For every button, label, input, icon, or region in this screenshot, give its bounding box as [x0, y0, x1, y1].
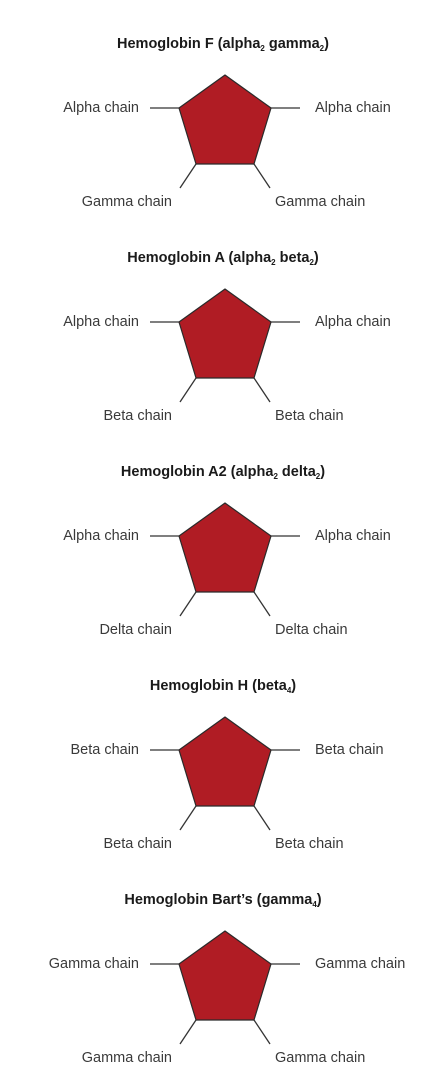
panel-title: Hemoglobin A2 (alpha2 delta2)	[120, 464, 326, 481]
label-top-right: Alpha chain	[315, 528, 391, 544]
pentagon-diagram	[150, 716, 300, 831]
connector-bottom-right	[253, 805, 271, 831]
pentagon-diagram	[150, 930, 300, 1045]
hemoglobin-a-panel: Hemoglobin A (alpha2 beta2) Alpha chain …	[0, 214, 446, 428]
connector-bottom-right	[253, 591, 271, 617]
connector-bottom-left	[179, 377, 197, 403]
label-bottom-right: Delta chain	[275, 622, 348, 638]
hemoglobin-barts-panel: Hemoglobin Bart’s (gamma4) Gamma chain G…	[0, 856, 446, 1070]
pentagon-shape	[178, 930, 272, 1021]
label-bottom-left: Beta chain	[103, 408, 172, 424]
label-top-right: Gamma chain	[315, 956, 406, 972]
hemoglobin-h-panel: Hemoglobin H (beta4) Beta chain Beta cha…	[0, 642, 446, 856]
label-bottom-right: Beta chain	[275, 836, 344, 852]
connector-bottom-right	[253, 377, 271, 403]
label-bottom-right: Beta chain	[275, 408, 344, 424]
connector-bottom-left	[179, 805, 197, 831]
label-bottom-left: Gamma chain	[81, 1050, 172, 1066]
panel-title: Hemoglobin Bart’s (gamma4)	[124, 892, 322, 909]
panel-title: Hemoglobin A (alpha2 beta2)	[127, 250, 319, 267]
label-top-left: Alpha chain	[63, 100, 139, 116]
pentagon-shape	[178, 716, 272, 807]
hemoglobin-f-panel: Hemoglobin F (alpha2 gamma2) Alpha chain…	[0, 0, 446, 214]
pentagon-shape	[178, 74, 272, 165]
panel-title: Hemoglobin F (alpha2 gamma2)	[117, 36, 329, 53]
connector-bottom-right	[253, 1019, 271, 1045]
label-bottom-right: Gamma chain	[275, 194, 366, 210]
label-top-left: Alpha chain	[63, 528, 139, 544]
label-top-right: Alpha chain	[315, 314, 391, 330]
connector-bottom-left	[179, 591, 197, 617]
label-bottom-left: Delta chain	[99, 622, 172, 638]
label-top-left: Alpha chain	[63, 314, 139, 330]
label-top-right: Beta chain	[315, 742, 384, 758]
panel-title: Hemoglobin H (beta4)	[149, 678, 297, 695]
label-top-left: Gamma chain	[48, 956, 139, 972]
pentagon-diagram	[150, 288, 300, 403]
label-bottom-right: Gamma chain	[275, 1050, 366, 1066]
label-bottom-left: Beta chain	[103, 836, 172, 852]
pentagon-diagram	[150, 502, 300, 617]
label-bottom-left: Gamma chain	[81, 194, 172, 210]
connector-bottom-left	[179, 1019, 197, 1045]
pentagon-shape	[178, 288, 272, 379]
connector-bottom-right	[253, 163, 271, 189]
label-top-left: Beta chain	[70, 742, 139, 758]
pentagon-diagram	[150, 74, 300, 189]
pentagon-shape	[178, 502, 272, 593]
hemoglobin-a2-panel: Hemoglobin A2 (alpha2 delta2) Alpha chai…	[0, 428, 446, 642]
label-top-right: Alpha chain	[315, 100, 391, 116]
connector-bottom-left	[179, 163, 197, 189]
